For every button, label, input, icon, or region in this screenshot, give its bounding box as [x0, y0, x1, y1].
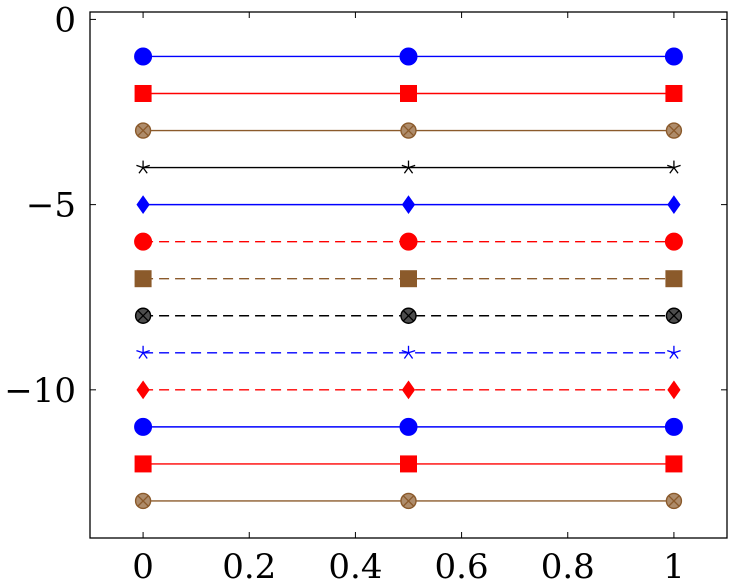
square-marker [665, 84, 683, 102]
star-marker [136, 160, 150, 174]
star-ray [407, 352, 414, 359]
y-tick-label: −5 [26, 186, 76, 226]
circle-marker [134, 47, 153, 66]
x-tick-label: 0.2 [222, 547, 276, 584]
circle-marker [664, 417, 683, 436]
series-13 [134, 492, 683, 510]
square-marker [400, 270, 417, 288]
otimes-cross [137, 495, 149, 507]
series-2 [134, 84, 683, 102]
diamond-marker [136, 380, 150, 400]
star-ray [142, 350, 150, 354]
series-9 [136, 345, 681, 359]
circle-marker [399, 232, 418, 251]
otimes-marker [134, 492, 152, 510]
square-marker [134, 84, 152, 102]
tick-labels: 0 0.2 0.4 0.6 0.8 1 0 −5 −10 [4, 0, 685, 584]
otimes-cross [668, 309, 680, 322]
circle-marker [399, 47, 418, 66]
series-4 [136, 160, 681, 174]
star-ray [667, 164, 675, 169]
x-tick-label: 0 [132, 547, 154, 584]
square-marker [134, 455, 152, 473]
series-7 [134, 270, 683, 288]
x-tick-label: 0.4 [328, 547, 382, 584]
series-6 [134, 232, 683, 251]
circle-marker [664, 232, 683, 251]
otimes-cross [402, 309, 415, 322]
star-ray [673, 350, 681, 354]
series-3 [134, 122, 683, 139]
star-ray [136, 164, 144, 169]
star-marker [401, 345, 416, 359]
otimes-marker [400, 307, 417, 324]
series-layer [134, 47, 683, 510]
square-marker [665, 455, 683, 473]
otimes-marker [400, 122, 417, 139]
star-ray [136, 350, 144, 354]
star-ray [142, 352, 148, 359]
circle-marker [134, 417, 153, 436]
star-ray [401, 350, 409, 354]
square-marker [134, 270, 152, 288]
otimes-cross [402, 124, 415, 137]
x-tick-label: 1 [663, 547, 685, 584]
star-ray [669, 167, 675, 174]
diamond-marker [401, 380, 416, 400]
square-marker [400, 84, 417, 102]
star-ray [673, 164, 681, 169]
star-marker [667, 160, 681, 174]
diamond-marker [667, 195, 681, 214]
series-10 [136, 380, 681, 400]
diamond-marker [401, 195, 416, 214]
plot-frame [89, 11, 728, 539]
diamond-marker [667, 380, 681, 400]
otimes-cross [668, 495, 680, 507]
circle-marker [664, 47, 683, 66]
star-marker [667, 345, 681, 359]
otimes-marker [665, 122, 683, 139]
star-marker [401, 160, 416, 174]
circle-marker [134, 232, 153, 251]
star-ray [401, 164, 409, 169]
otimes-marker [134, 122, 152, 139]
star-ray [138, 167, 144, 174]
y-tick-label: −10 [4, 371, 76, 411]
otimes-marker [665, 492, 683, 510]
series-12 [134, 455, 683, 473]
series-11 [134, 417, 683, 436]
diamond-marker [136, 195, 150, 214]
star-ray [673, 352, 679, 359]
star-ray [403, 352, 410, 359]
star-ray [669, 352, 675, 359]
square-marker [400, 455, 417, 473]
series-8 [134, 307, 683, 324]
x-tick-label: 0.8 [541, 547, 595, 584]
tick-marks [90, 12, 727, 538]
star-ray [667, 350, 675, 354]
star-ray [142, 164, 150, 169]
star-ray [407, 167, 414, 174]
otimes-marker [665, 307, 683, 324]
star-ray [673, 167, 679, 174]
star-ray [408, 350, 416, 354]
otimes-cross [402, 495, 415, 507]
series-5 [136, 195, 681, 214]
star-ray [142, 167, 148, 174]
star-ray [403, 167, 410, 174]
otimes-cross [137, 309, 149, 322]
star-ray [408, 164, 416, 169]
star-ray [138, 352, 144, 359]
otimes-marker [400, 492, 417, 510]
otimes-cross [668, 124, 680, 137]
series-1 [134, 47, 683, 66]
circle-marker [399, 417, 418, 436]
x-tick-label: 0.6 [435, 547, 489, 584]
otimes-marker [134, 307, 152, 324]
y-tick-label: 0 [54, 0, 76, 40]
star-marker [136, 345, 150, 359]
square-marker [665, 270, 683, 288]
otimes-cross [137, 124, 149, 137]
